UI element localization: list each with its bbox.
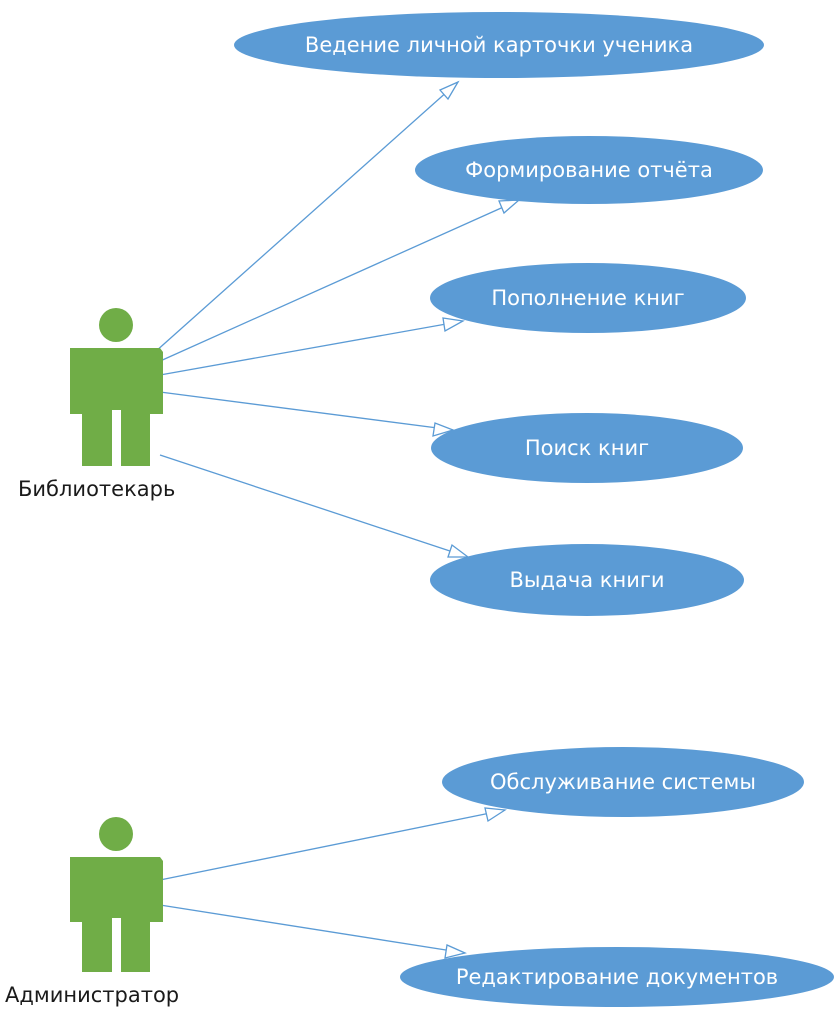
use-case-card: Ведение личной карточки ученика [234, 12, 764, 78]
association-librarian-issue [159, 454, 470, 558]
association-librarian-search [159, 391, 455, 437]
association-librarian-card [154, 80, 460, 353]
associations [154, 80, 521, 959]
use-case-issue: Выдача книги [430, 544, 744, 616]
use-case-maintenance-label: Обслуживание системы [490, 770, 756, 794]
use-case-replenish: Пополнение книг [430, 263, 746, 333]
use-case-card-label: Ведение личной карточки ученика [305, 33, 693, 57]
use-case-search: Поиск книг [431, 413, 743, 483]
use-case-documents: Редактирование документов [400, 947, 834, 1007]
association-admin-maintenance [159, 807, 507, 881]
use-case-report-label: Формирование отчёта [465, 158, 713, 182]
person-icon [70, 817, 163, 972]
actor-administrator-label: Администратор [5, 983, 179, 1007]
association-librarian-replenish [159, 317, 465, 376]
use-case-search-label: Поиск книг [525, 436, 649, 460]
use-case-report: Формирование отчёта [415, 136, 763, 204]
actor-librarian-label: Библиотекарь [18, 477, 175, 501]
use-case-replenish-label: Пополнение книг [491, 286, 684, 310]
use-case-issue-label: Выдача книги [509, 568, 664, 592]
actor-librarian: Библиотекарь [18, 308, 175, 501]
actor-administrator: Администратор [5, 817, 179, 1007]
association-admin-documents [159, 904, 467, 959]
person-icon [70, 308, 163, 466]
association-librarian-report [157, 199, 521, 363]
use-case-documents-label: Редактирование документов [456, 965, 778, 989]
use-case-maintenance: Обслуживание системы [442, 747, 804, 817]
